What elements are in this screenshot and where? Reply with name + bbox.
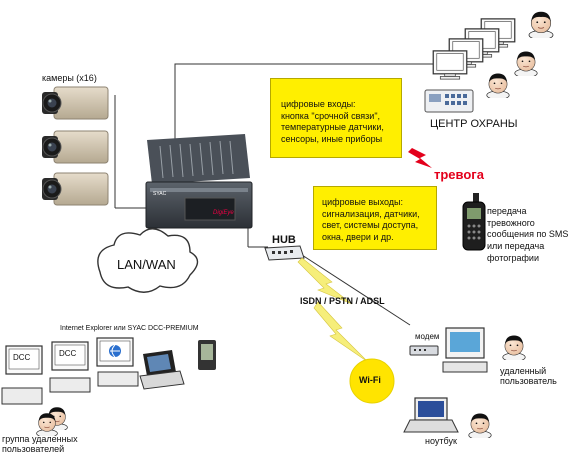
hub-icon <box>264 245 305 261</box>
monitor-wall-icon <box>432 18 516 80</box>
wireless-link-icon <box>297 257 369 363</box>
remote-group-computers-icon <box>1 337 216 405</box>
laptop-user-icon <box>468 413 492 438</box>
server-brand-label: SYAC <box>153 191 167 197</box>
isdn-label: ISDN / PSTN / ADSL <box>300 296 385 306</box>
control-panel-icon <box>424 89 474 113</box>
security-center-label: ЦЕНТР ОХРАНЫ <box>430 118 518 130</box>
modem-link-line <box>301 254 411 326</box>
outputs-body: сигнализация, датчики, свет, системы дос… <box>322 208 420 243</box>
video-server-icon: SYAC DigiEye <box>145 134 253 229</box>
digital-outputs-note: цифровые выходы: сигнализация, датчики, … <box>313 186 437 250</box>
remote-user-icon <box>502 335 526 360</box>
outputs-title: цифровые выходы: <box>322 197 404 207</box>
alarm-label: тревога <box>434 167 484 182</box>
alarm-lightning-icon <box>408 148 432 168</box>
sms-label: передача тревожного сообщения по SMS или… <box>487 206 569 263</box>
modem-icon <box>409 345 439 356</box>
remote-group-label: группа удаленных пользователей <box>2 434 78 455</box>
wifi-badge-icon <box>349 358 395 404</box>
lan-wan-label: LAN/WAN <box>117 257 176 272</box>
digital-inputs-note: цифровые входы: кнопка "срочной связи", … <box>270 78 402 158</box>
inputs-title: цифровые входы: <box>281 99 356 109</box>
laptop-label: ноутбук <box>425 436 457 446</box>
client-software-label: Internet Explorer или SYAC DCC-PREMIUM <box>60 325 199 332</box>
lan-cloud-icon <box>97 228 199 293</box>
security-link-line <box>174 63 440 170</box>
server-logo-label: DigiEye <box>213 210 234 216</box>
remote-computer-icon <box>442 327 488 373</box>
hub-label: HUB <box>272 234 296 246</box>
mobile-phone-icon <box>462 193 486 251</box>
cameras-label: камеры (x16) <box>42 73 97 83</box>
dcc-screen-label: DCC <box>13 353 31 362</box>
remote-user-label: удаленный пользователь <box>500 366 557 387</box>
modem-label: модем <box>415 332 440 341</box>
dcc-screen-label: DCC <box>59 349 77 358</box>
wifi-label: Wi-Fi <box>359 375 381 385</box>
inputs-body: кнопка "срочной связи", температурные да… <box>281 110 384 145</box>
camera-icon <box>41 86 109 206</box>
laptop-icon <box>403 397 459 433</box>
